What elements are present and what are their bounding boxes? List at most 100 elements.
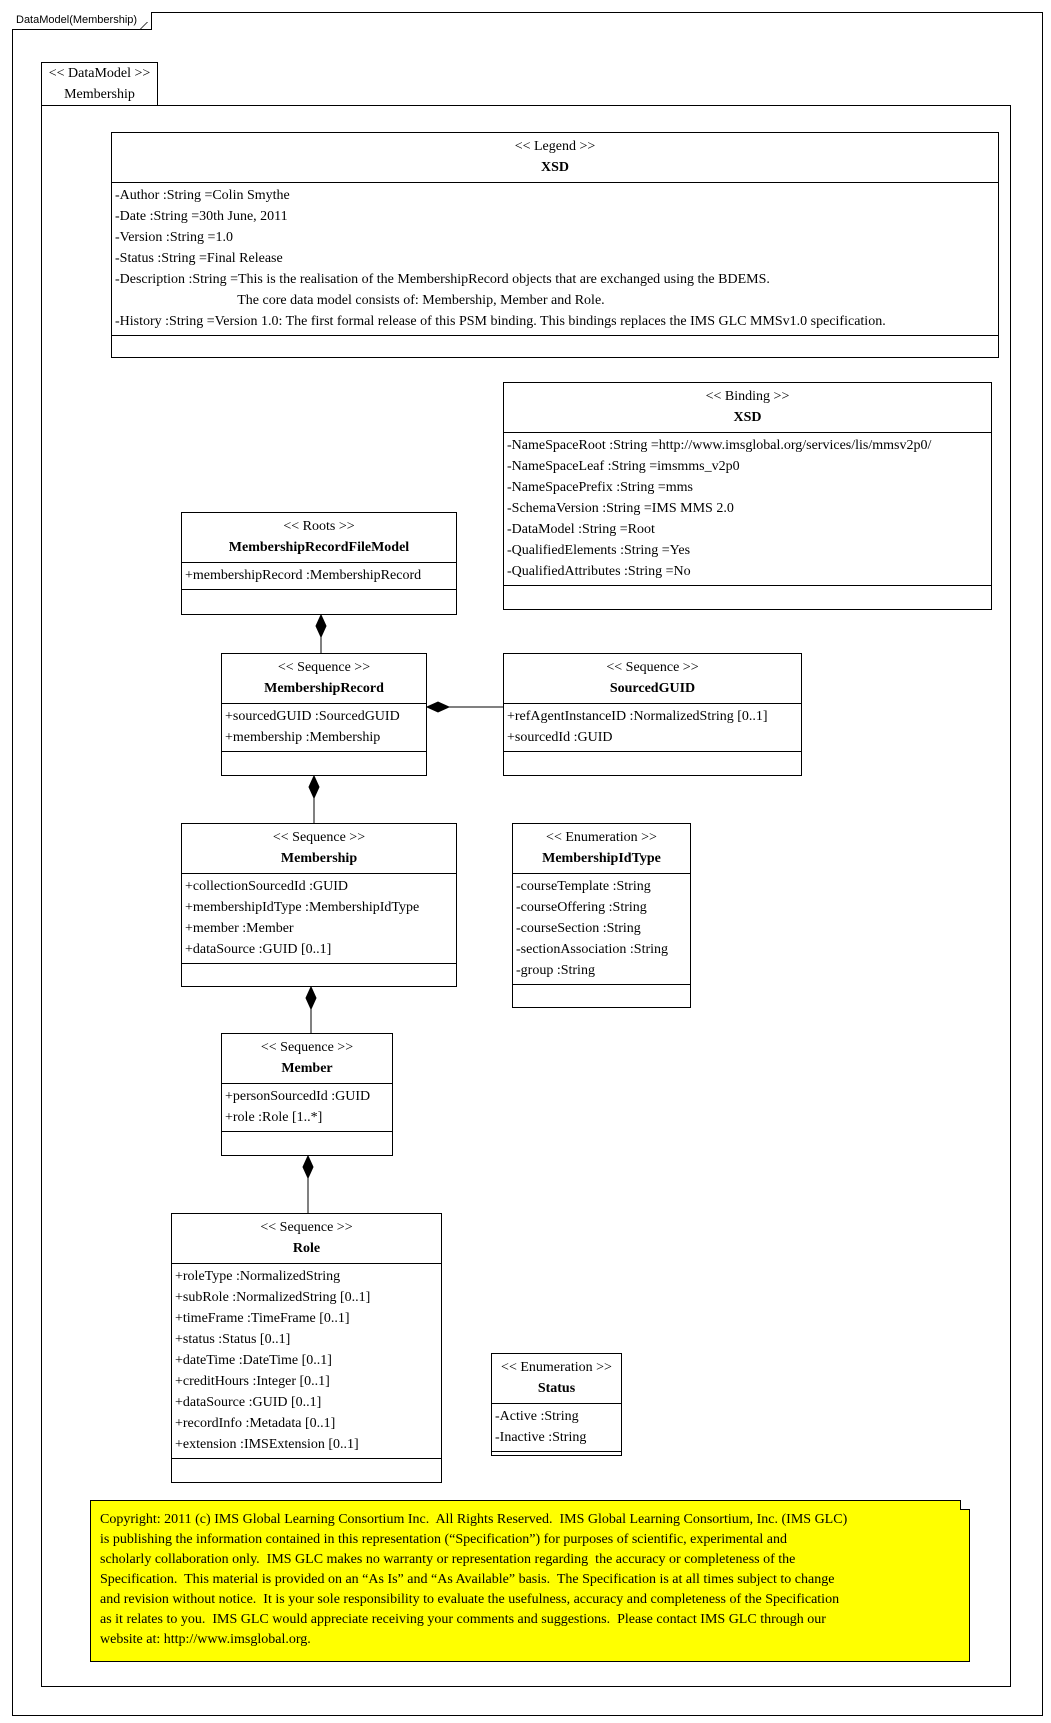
class-header: << Enumeration >> MembershipIdType	[513, 824, 690, 874]
class-attributes: +personSourcedId :GUID +role :Role [1..*]	[222, 1084, 392, 1132]
class-attribute: +timeFrame :TimeFrame [0..1]	[175, 1311, 350, 1326]
sourced-guid-class: << Sequence >> SourcedGUID +refAgentInstan…	[503, 653, 802, 776]
note-line: and revision without notice. It is your …	[100, 1592, 840, 1607]
class-attribute: +member :Member	[185, 921, 294, 936]
class-attribute: -DataModel :String =Root	[507, 522, 655, 537]
class-attribute: -Status :String =Final Release	[115, 251, 283, 266]
class-attribute: -Version :String =1.0	[115, 230, 233, 245]
legend-class: << Legend >>XSD-Author :String =Colin Sm…	[111, 132, 999, 358]
class-name: SourcedGUID	[609, 681, 696, 696]
class-attribute: +subRole :NormalizedString [0..1]	[175, 1290, 371, 1305]
class-attribute: -Inactive :String	[495, 1430, 587, 1445]
class-name: Status	[537, 1381, 576, 1396]
note-line: as it relates to you. IMS GLC would appr…	[100, 1612, 826, 1627]
class-attribute: -SchemaVersion :String =IMS MMS 2.0	[507, 501, 734, 516]
note-line: website at: http://www.imsglobal.org.	[100, 1632, 311, 1647]
class-name: MembershipIdType	[542, 851, 661, 866]
class-header: << Binding >> XSD	[504, 383, 991, 433]
binding-class: << Binding >> XSD -NameSpaceRoot :String =…	[503, 382, 992, 610]
class-attribute: +membership :Membership	[225, 730, 381, 745]
membership-id-type-class: << Enumeration >> MembershipIdType -course…	[512, 823, 691, 1008]
class-attributes: -courseTemplate :String -courseOffering :…	[513, 874, 690, 985]
membership-class: << Sequence >> Membership +collectionSourc…	[181, 823, 457, 987]
class-attribute: +dateTime :DateTime [0..1]	[175, 1353, 332, 1368]
class-attribute: +sourcedGUID :SourcedGUID	[225, 709, 400, 724]
class-header: << Sequence >> Member	[222, 1034, 392, 1084]
class-name: Role	[292, 1241, 321, 1256]
status-class: << Enumeration >> Status -Active :String -I…	[491, 1353, 622, 1456]
package-name: Membership	[64, 87, 135, 102]
package-tab: << DataModel >> Membership	[41, 62, 158, 106]
class-attribute: -Description :String =This is the realis…	[115, 272, 770, 287]
package-body	[41, 105, 1011, 1687]
class-attributes: -Active :String -Inactive :String	[492, 1404, 621, 1452]
note-line: Copyright: 2011 (c) IMS Global Learning …	[100, 1512, 848, 1527]
class-attribute: +roleType :NormalizedString	[175, 1269, 341, 1284]
class-stereotype: << Sequence >>	[277, 660, 371, 675]
class-attributes: +collectionSourcedId :GUID+membershipIdT…	[182, 874, 456, 964]
class-attribute: The core data model consists of: Members…	[115, 293, 605, 308]
class-attribute: -NameSpacePrefix :String =mms	[507, 480, 693, 495]
class-stereotype: << Enumeration >>	[546, 830, 657, 845]
class-attribute: -NameSpaceLeaf :String =imsmms_v2p0	[507, 459, 740, 474]
class-header: << Sequence >> Membership	[182, 824, 456, 874]
class-attribute: +sourcedId :GUID	[507, 730, 613, 745]
class-attribute: +personSourcedId :GUID	[225, 1089, 371, 1104]
class-attributes: +membershipRecord :MembershipRecord	[182, 563, 456, 590]
class-stereotype: << Binding >>	[705, 389, 790, 404]
frame-title: DataModel(Membership)	[12, 12, 153, 30]
class-attribute: +status :Status [0..1]	[175, 1332, 291, 1347]
class-attribute: +recordInfo :Metadata [0..1]	[175, 1416, 336, 1431]
composition-diamond-icon	[425, 701, 451, 713]
copyright-note: Copyright: 2011 (c) IMS Global Learning …	[90, 1500, 970, 1662]
class-stereotype: << Roots >>	[283, 519, 355, 534]
class-attribute: +dataSource :GUID [0..1]	[185, 942, 332, 957]
class-header: << Sequence >> SourcedGUID	[504, 654, 801, 704]
class-attribute: -NameSpaceRoot :String =http://www.imsgl…	[507, 438, 932, 453]
class-header: << Roots >> MembershipRecordFileModel	[182, 513, 456, 563]
class-attribute: +role :Role [1..*]	[225, 1110, 323, 1125]
class-name: Member	[281, 1061, 333, 1076]
class-attributes: -NameSpaceRoot :String =http://www.imsgl…	[504, 433, 991, 586]
class-name: XSD	[733, 410, 762, 425]
class-stereotype: << Sequence >>	[260, 1220, 353, 1235]
class-name: XSD	[540, 160, 569, 175]
class-attribute: -Date :String =30th June, 2011	[115, 209, 288, 224]
class-attribute: -QualifiedElements :String =Yes	[507, 543, 691, 558]
composition-diamond-icon	[305, 985, 317, 1011]
class-attribute: -group :String	[516, 963, 595, 978]
class-name: MembershipRecordFileModel	[228, 540, 410, 555]
membership-record-file-model-class: << Roots >> MembershipRecordFileModel +mem…	[181, 512, 457, 615]
package-stereotype: << DataModel >>	[48, 66, 151, 81]
diagram-frame	[12, 12, 1043, 1716]
class-stereotype: << Sequence >>	[272, 830, 366, 845]
note-line: Specification. This material is provided…	[100, 1572, 835, 1587]
class-attribute: -QualifiedAttributes :String =No	[507, 564, 691, 579]
class-attribute: -courseOffering :String	[516, 900, 647, 915]
class-header: << Sequence >> MembershipRecord	[222, 654, 426, 704]
class-attribute: +dataSource :GUID [0..1]	[175, 1395, 322, 1410]
class-attributes: +sourcedGUID :SourcedGUID +membership :Me…	[222, 704, 426, 752]
note-line: is publishing the information contained …	[100, 1532, 787, 1547]
member-class: << Sequence >> Member +personSourcedId :GU…	[221, 1033, 393, 1156]
note-line: scholarly collaboration only. IMS GLC ma…	[100, 1552, 796, 1567]
class-attribute: +membershipRecord :MembershipRecord	[185, 568, 422, 583]
role-class: << Sequence >> Role +roleType :NormalizedS…	[171, 1213, 442, 1483]
class-attributes: +refAgentInstanceID :NormalizedString [0…	[504, 704, 801, 752]
class-stereotype: << Sequence >>	[260, 1040, 354, 1055]
class-attribute: +extension :IMSExtension [0..1]	[175, 1437, 359, 1452]
class-attribute: -courseTemplate :String	[516, 879, 651, 894]
class-name: MembershipRecord	[264, 681, 384, 696]
class-attribute: +collectionSourcedId :GUID	[185, 879, 349, 894]
class-attribute: -sectionAssociation :String	[516, 942, 669, 957]
class-header: << Enumeration >> Status	[492, 1354, 621, 1404]
class-header: << Legend >> XSD	[112, 133, 998, 183]
class-name: Membership	[280, 851, 358, 866]
class-stereotype: << Enumeration >>	[501, 1360, 612, 1375]
class-header: << Sequence >> Role	[172, 1214, 441, 1264]
class-attribute: -Active :String	[495, 1409, 579, 1424]
class-stereotype: << Sequence >>	[606, 660, 699, 675]
class-attribute: +creditHours :Integer [0..1]	[175, 1374, 330, 1389]
class-stereotype: << Legend >>	[514, 139, 596, 154]
